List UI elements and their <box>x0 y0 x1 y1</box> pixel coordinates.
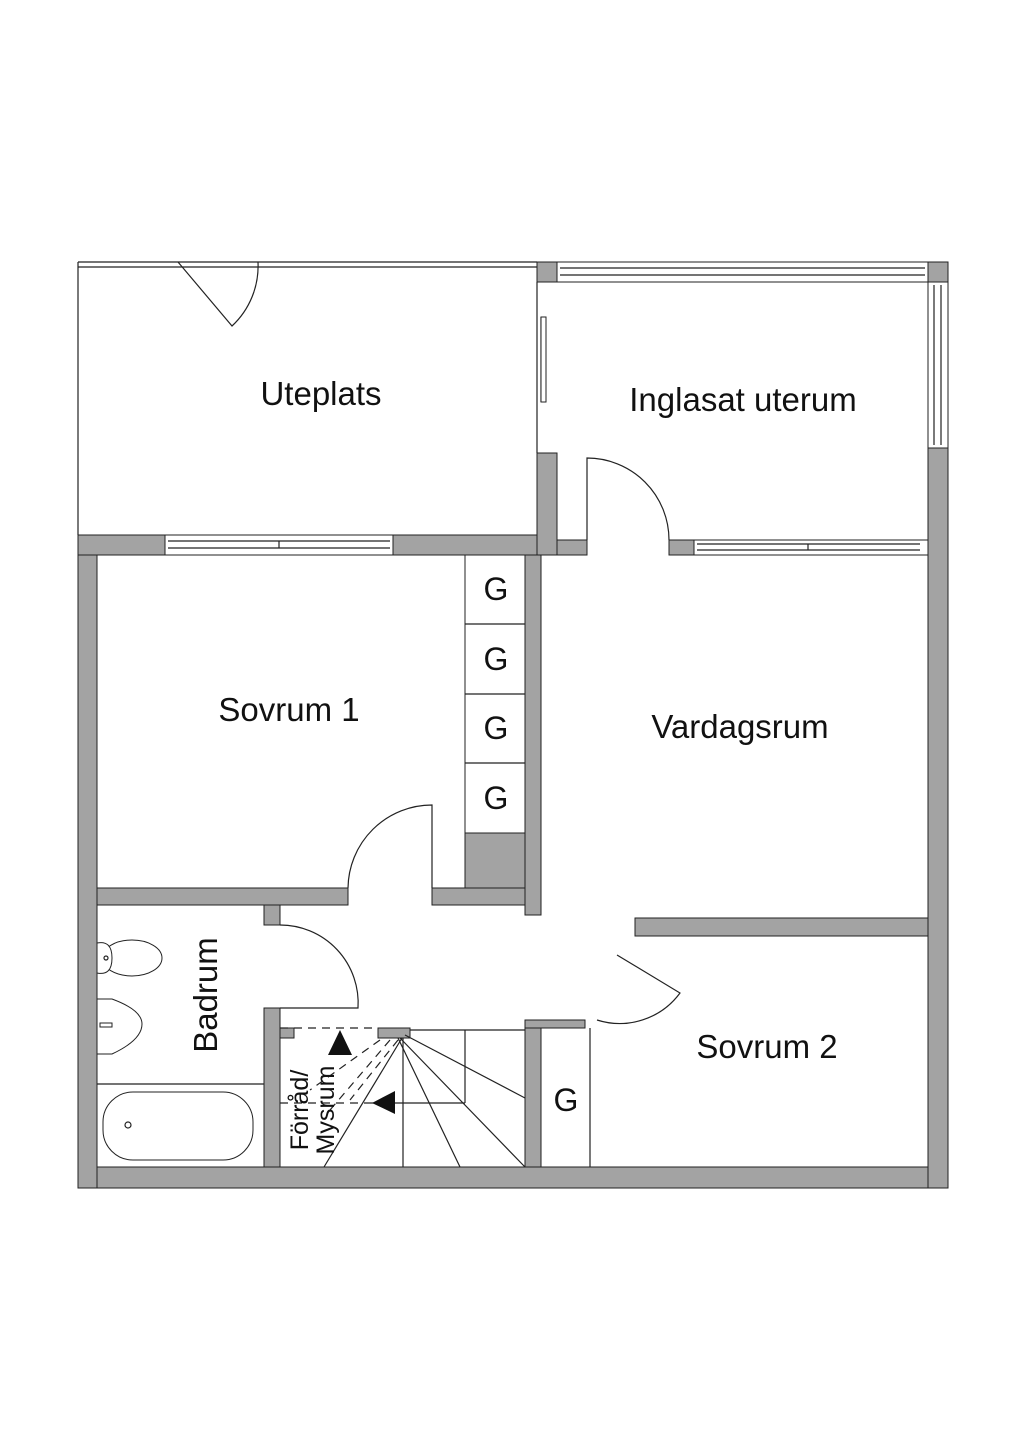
stair-arrow-up-icon <box>328 1030 352 1055</box>
walls <box>77 261 949 1189</box>
room-label-forrad: Förråd/ <box>286 1070 314 1151</box>
stairs <box>280 1027 526 1168</box>
sink-icon <box>96 998 143 1055</box>
closet-label: G <box>554 1082 579 1118</box>
room-label-badrum: Badrum <box>187 937 224 1053</box>
closet-label: G <box>484 780 509 816</box>
doors <box>279 457 681 1025</box>
room-label-uterum: Inglasat uterum <box>629 381 856 418</box>
closet-label: G <box>484 641 509 677</box>
room-label-mysrum: Mysrum <box>312 1066 340 1155</box>
uteplats-area <box>77 261 547 535</box>
room-label-sovrum1: Sovrum 1 <box>218 691 359 728</box>
windows <box>164 261 949 556</box>
closets: G G G G G <box>464 554 591 1167</box>
stair-arrow-left-icon <box>372 1091 395 1114</box>
closet-label: G <box>484 710 509 746</box>
stair-newel <box>377 1027 411 1039</box>
room-label-uteplats: Uteplats <box>260 375 381 412</box>
room-label-vardagsrum: Vardagsrum <box>651 708 828 745</box>
door-swing <box>177 261 259 327</box>
bathtub-icon <box>102 1091 254 1161</box>
closet-label: G <box>484 571 509 607</box>
bathroom-fixtures <box>96 939 264 1161</box>
room-label-sovrum2: Sovrum 2 <box>696 1028 837 1065</box>
